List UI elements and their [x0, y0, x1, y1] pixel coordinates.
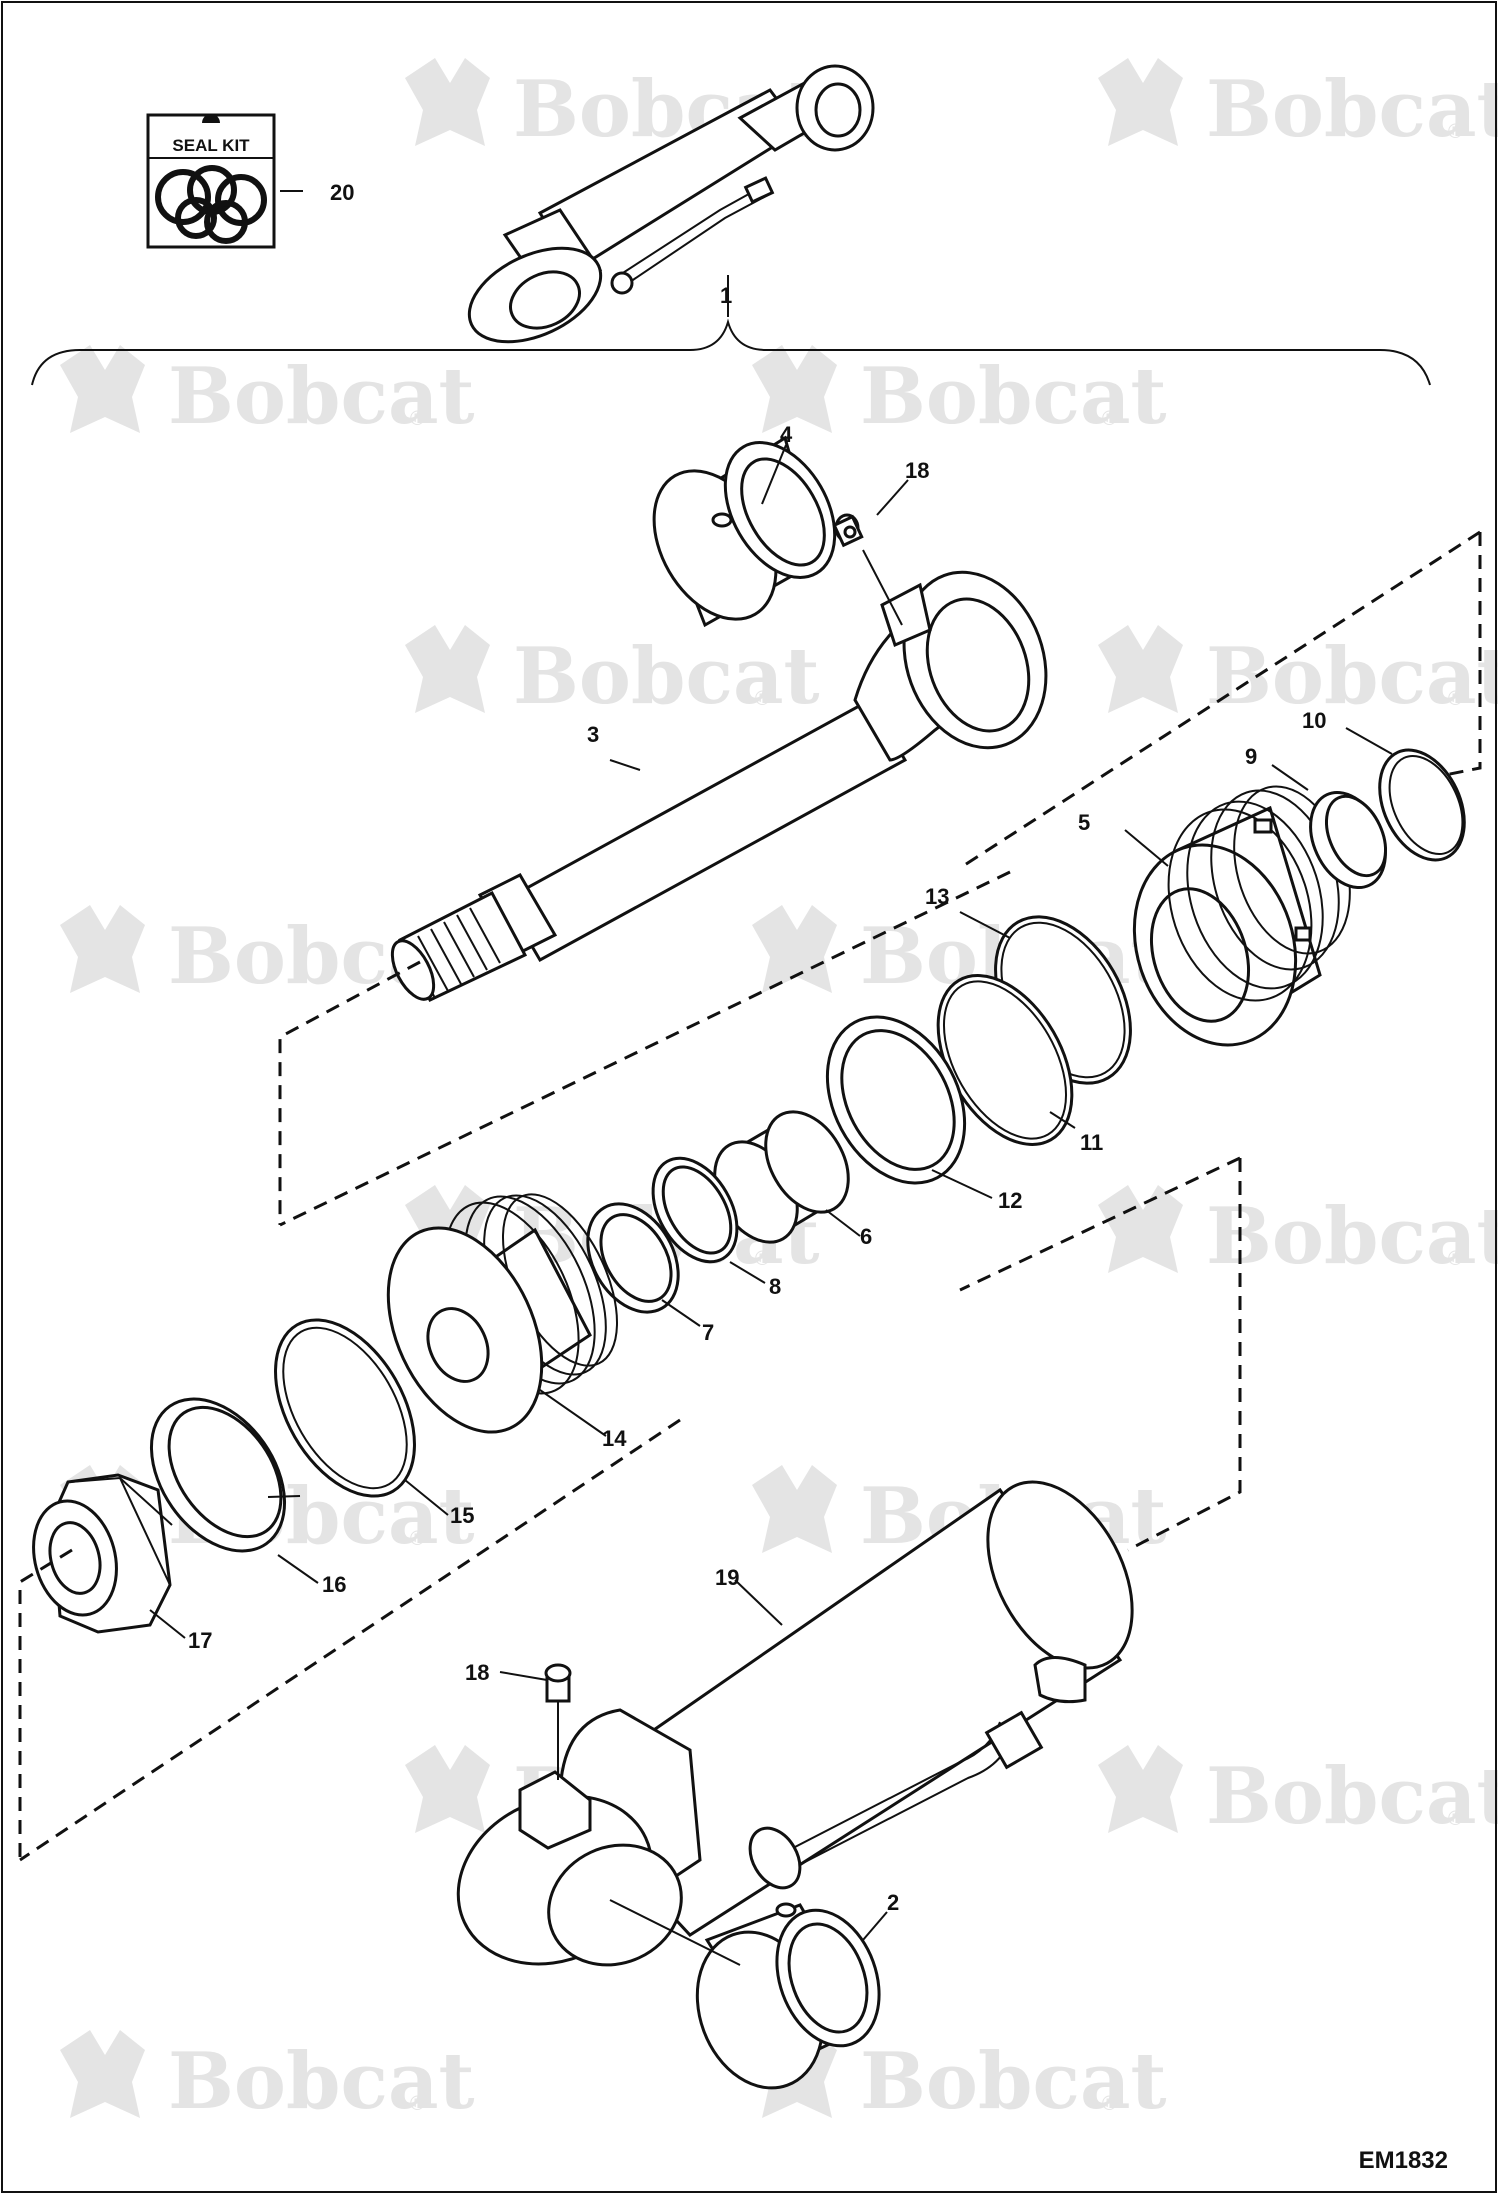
callout-7: 7: [702, 1320, 714, 1345]
bobcat-logo-icon: [60, 2030, 145, 2118]
bobcat-watermark: Bobcat®: [1098, 1745, 1498, 1842]
watermark-brand: Bobcat: [1206, 1191, 1498, 1282]
wear-ring-16: [149, 1397, 301, 1553]
bobcat-watermark: Bobcat®: [1098, 625, 1498, 722]
callout-16: 16: [322, 1572, 346, 1597]
bobcat-watermark: Bobcat®: [405, 625, 820, 722]
watermark-brand: Bobcat: [168, 2036, 475, 2127]
callout-10: 10: [1302, 708, 1326, 733]
callout-18-bottom: 18: [465, 1660, 489, 1685]
bobcat-logo-icon: [60, 905, 145, 993]
gland-5: [1132, 785, 1351, 1047]
bobcat-logo-icon: [752, 1465, 837, 1553]
watermark-brand: Bobcat: [513, 631, 820, 722]
callout-1: 1: [720, 283, 732, 308]
callout-20: 20: [330, 180, 354, 205]
bobcat-logo-icon: [1098, 1745, 1183, 1833]
watermark-reg-mark: ®: [755, 1248, 770, 1270]
ring-10: [1378, 748, 1466, 862]
callout-17: 17: [188, 1628, 212, 1653]
callout-15: 15: [450, 1503, 474, 1528]
leader-lines: [149, 275, 1393, 1941]
watermark-layer: Bobcat®Bobcat®Bobcat®Bobcat®Bobcat®Bobca…: [60, 58, 1498, 2127]
bobcat-logo-icon: [752, 905, 837, 993]
watermark-reg-mark: ®: [410, 1528, 425, 1550]
bobcat-watermark: Bobcat®: [1098, 58, 1498, 155]
watermark-reg-mark: ®: [410, 408, 425, 430]
ring-9: [1309, 790, 1388, 890]
watermark-reg-mark: ®: [1448, 121, 1463, 143]
callout-2: 2: [887, 1890, 899, 1915]
bobcat-watermark: Bobcat®: [60, 345, 475, 442]
piston-14: [386, 1193, 619, 1434]
callout-3: 3: [587, 722, 599, 747]
callout-labels: 20 1 4 18 3 5 9 10 13 11 12 6 8 7 14 15 …: [188, 180, 1326, 1915]
bobcat-watermark: Bobcat®: [1098, 1185, 1498, 1282]
bobcat-logo-icon: [752, 345, 837, 433]
callout-8: 8: [769, 1274, 781, 1299]
bobcat-watermark: Bobcat®: [60, 2030, 475, 2127]
watermark-reg-mark: ®: [755, 688, 770, 710]
assembled-cylinder: [467, 64, 875, 344]
bobcat-logo-icon: [1098, 58, 1183, 146]
watermark-brand: Bobcat: [860, 2036, 1167, 2127]
bobcat-logo-icon: [405, 1745, 490, 1833]
grease-fitting-18-top: [832, 513, 864, 548]
callout-18-top: 18: [905, 458, 929, 483]
callout-9: 9: [1245, 744, 1257, 769]
watermark-brand: Bobcat: [1206, 631, 1498, 722]
watermark-reg-mark: ®: [1448, 1808, 1463, 1830]
watermark-reg-mark: ®: [1102, 2093, 1117, 2115]
ring-15: [274, 1318, 416, 1498]
drawing-code: EM1832: [1359, 2147, 1448, 2174]
o-rings-icon: [155, 165, 267, 244]
callout-12: 12: [998, 1188, 1022, 1213]
piston-rod-3: [390, 570, 1048, 1002]
bobcat-watermark: Bobcat®: [752, 345, 1167, 442]
watermark-reg-mark: ®: [1448, 1248, 1463, 1270]
watermark-reg-mark: ®: [1102, 408, 1117, 430]
callout-5: 5: [1078, 810, 1090, 835]
callout-6: 6: [860, 1224, 872, 1249]
watermark-reg-mark: ®: [410, 2093, 425, 2115]
watermark-brand: Bobcat: [1206, 64, 1498, 155]
bobcat-logo-icon: [1098, 625, 1183, 713]
bobcat-logo-icon: [1098, 1185, 1183, 1273]
watermark-brand: Bobcat: [168, 351, 475, 442]
grease-fitting-18-bottom: [544, 1663, 572, 1780]
callout-11: 11: [1080, 1130, 1103, 1155]
callout-13: 13: [925, 884, 949, 909]
watermark-brand: Bobcat: [1206, 1751, 1498, 1842]
bobcat-logo-icon: [405, 58, 490, 146]
nut-17: [32, 1473, 173, 1634]
watermark-brand: Bobcat: [860, 351, 1167, 442]
callout-4: 4: [780, 422, 793, 447]
seal-8: [651, 1156, 739, 1264]
seal-kit-icon: SEAL KIT: [146, 113, 276, 249]
bobcat-logo-icon: [60, 345, 145, 433]
barrel-19: [456, 1480, 1134, 1967]
watermark-reg-mark: ®: [1448, 688, 1463, 710]
bobcat-logo-icon: [405, 625, 490, 713]
seal-kit-label: SEAL KIT: [172, 136, 250, 155]
callout-19: 19: [715, 1565, 739, 1590]
wear-ring-12: [825, 1015, 967, 1185]
bushing-4: [652, 435, 837, 628]
callout-14: 14: [602, 1426, 627, 1451]
bushing-2: [609, 1899, 881, 2090]
